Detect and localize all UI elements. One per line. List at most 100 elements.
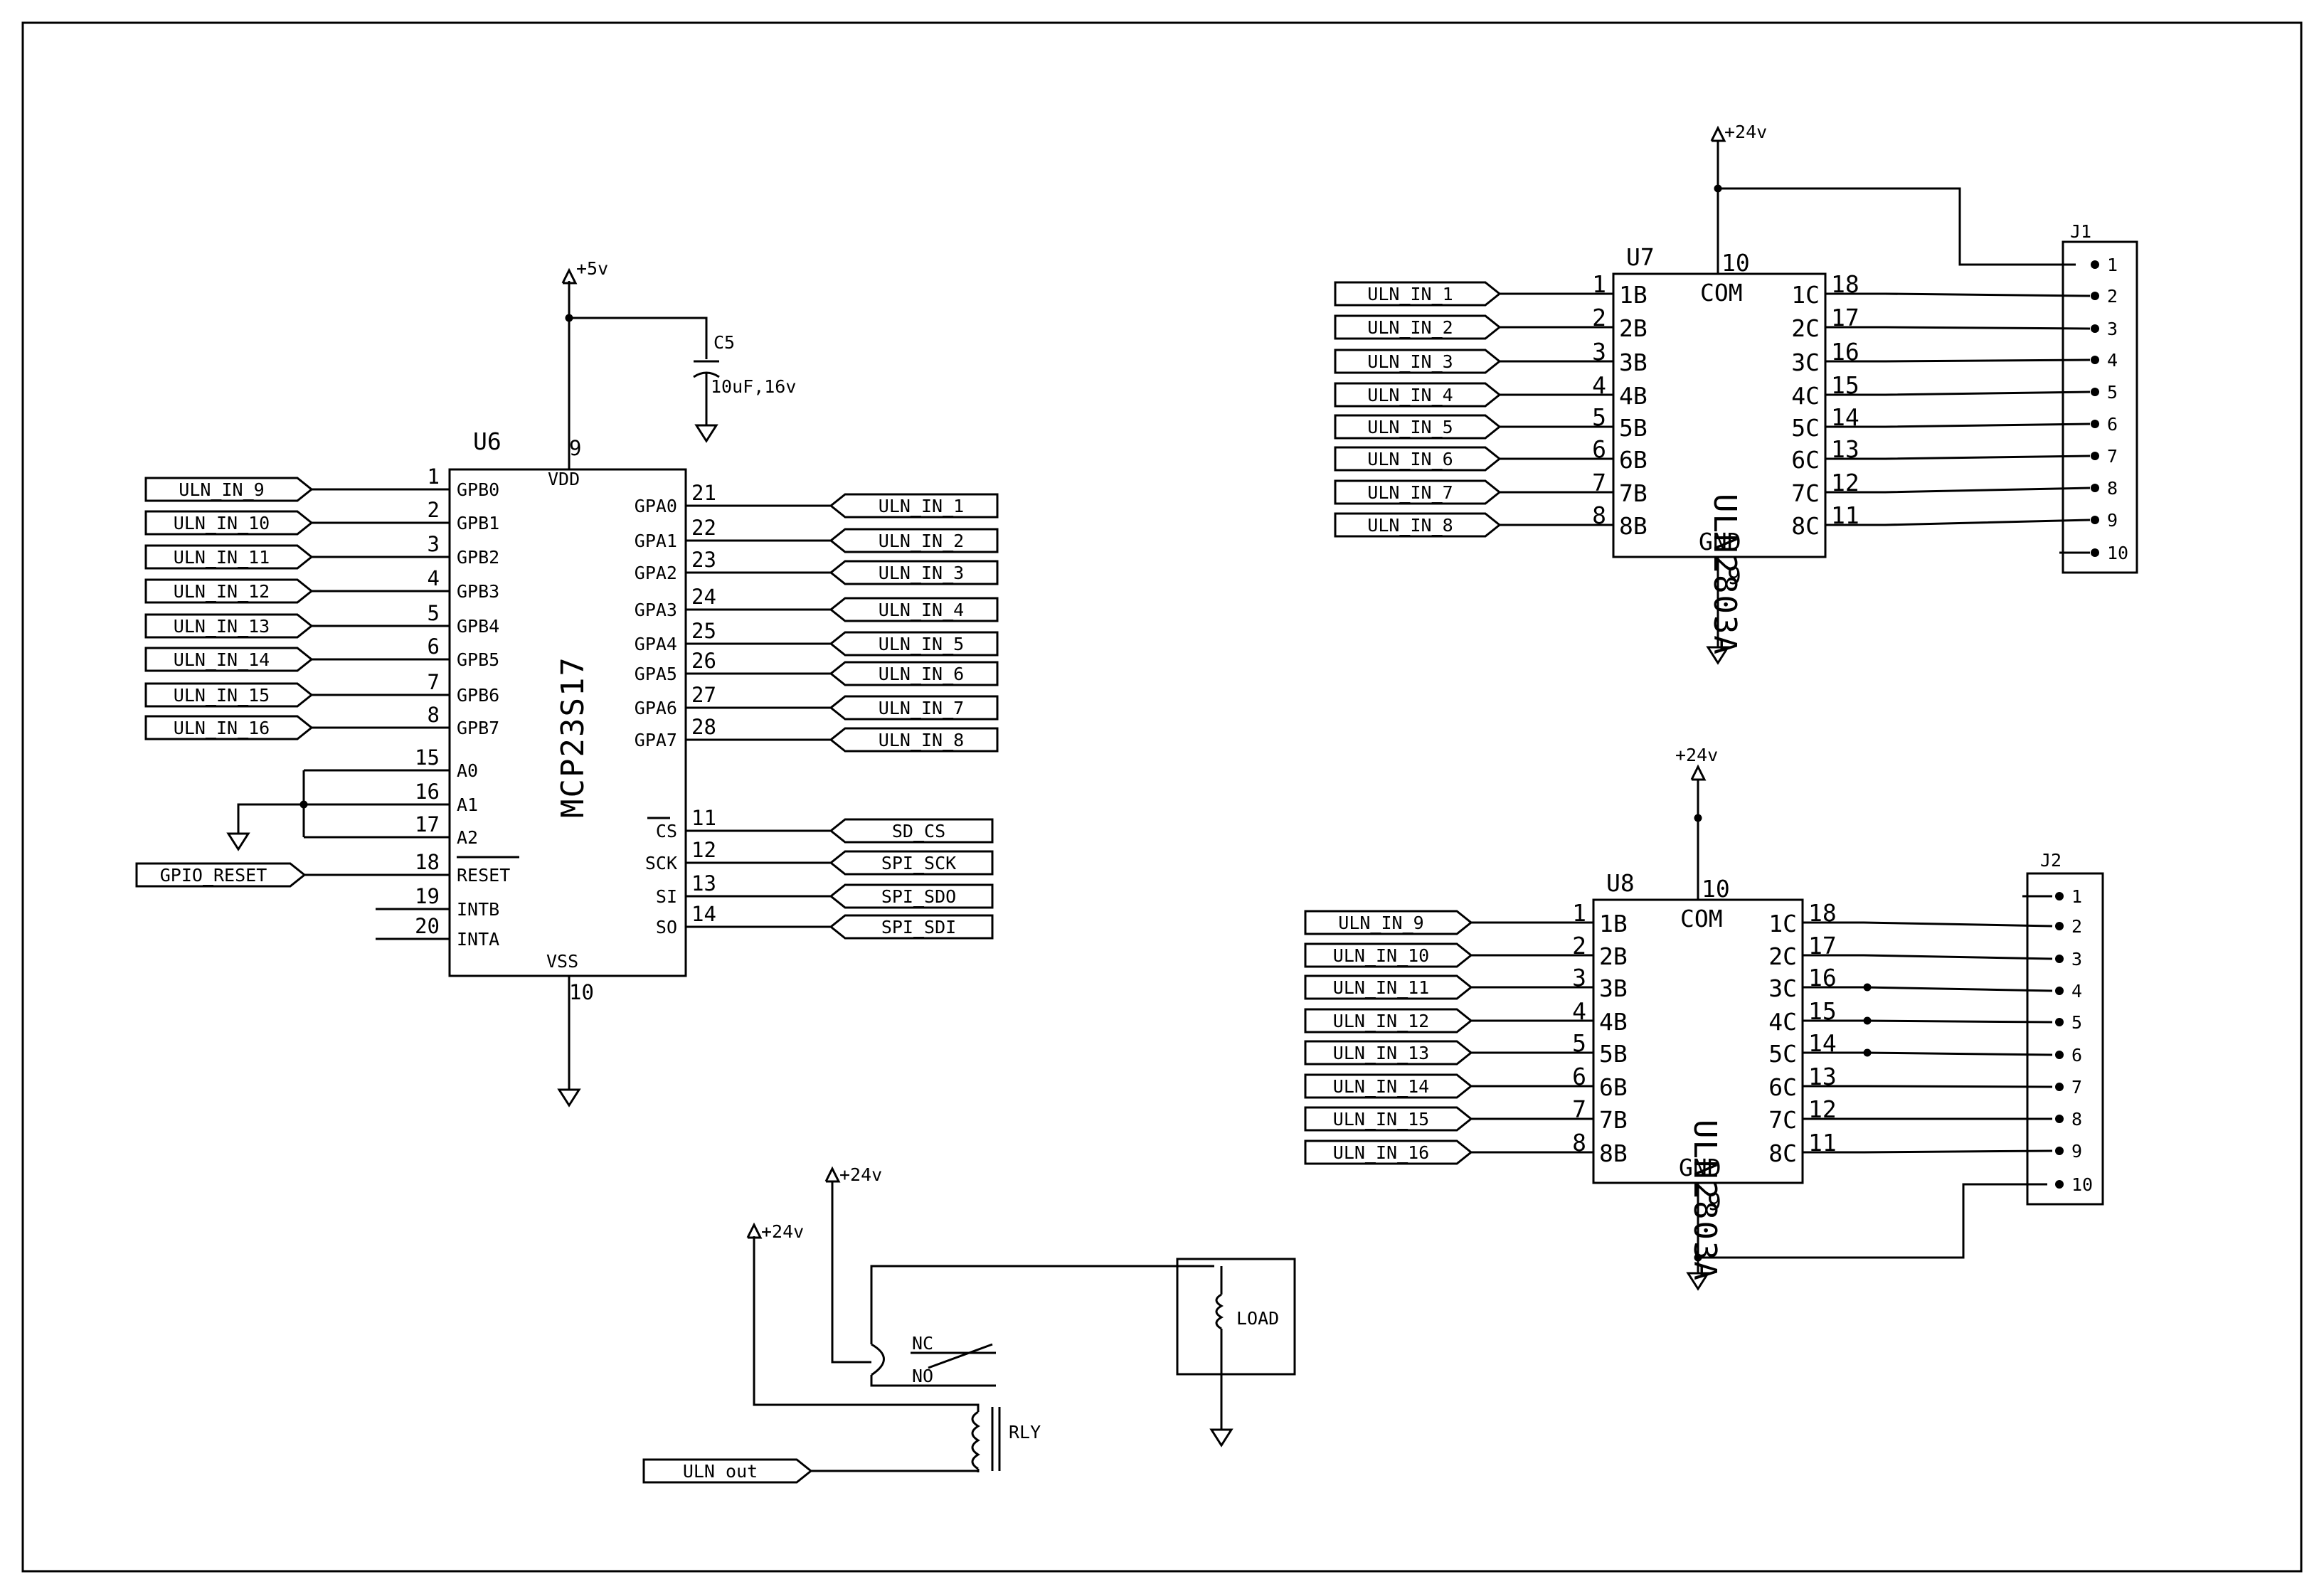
u6-pin-name-gpa6: GPA6 [635, 698, 677, 718]
u6-pin-name-a2: A2 [457, 827, 478, 848]
relay-nc-label: NC [912, 1333, 933, 1354]
u6-part-name: MCP23S17 [555, 656, 591, 818]
j2-pin-num: 6 [2071, 1045, 2082, 1066]
u8-input-name: 8B [1599, 1139, 1628, 1167]
u6-pin-name-gpb5: GPB5 [457, 649, 499, 670]
u8-part-name: ULN2803A [1687, 1120, 1723, 1282]
u6-pin-num: 7 [428, 670, 440, 694]
power-symbol [824, 1166, 841, 1183]
wire [1803, 1019, 2053, 1024]
j1-pin-circle [2091, 292, 2099, 300]
j1-pin-circle [2091, 260, 2099, 269]
net-uln-in-2: ULN_IN_2 [879, 531, 964, 551]
net-uln-in-8: ULN_IN_8 [879, 730, 964, 750]
u6-pin-num: 12 [691, 838, 716, 862]
u6-ref: U6 [473, 427, 502, 455]
ground-symbol [1706, 646, 1730, 665]
u6-pin-name-gpb0: GPB0 [457, 479, 499, 500]
u8-output-name: 1C [1768, 910, 1797, 937]
junction-dot [1863, 1016, 1872, 1025]
u7-input-name: 1B [1619, 281, 1648, 309]
u7-com-label: COM [1700, 279, 1743, 307]
wire [1825, 292, 2091, 297]
u8-input-num: 3 [1572, 964, 1586, 992]
net-uln-in-15-flag [1304, 1106, 1473, 1132]
u7-input-num: 3 [1592, 338, 1606, 366]
net-uln-in-1: ULN_IN_1 [879, 496, 964, 516]
net-uln-in-15: ULN_IN_15 [1333, 1109, 1429, 1130]
net-uln-in-6: ULN_IN_6 [1367, 449, 1453, 469]
u7-output-name: 5C [1791, 414, 1820, 442]
capacitor-plate-curved [693, 371, 720, 378]
j1-pin-num: 2 [2107, 286, 2118, 307]
net-uln-out-flag [642, 1458, 813, 1484]
wire [1803, 921, 2053, 928]
net-uln-in-14-flag [1304, 1073, 1473, 1099]
u7-gnd-pin: 9 [1727, 562, 1741, 590]
net-gpio-reset-flag [135, 862, 307, 888]
u6-vss-pin: 10 [569, 980, 594, 1004]
j1-pin-num: 9 [2107, 510, 2118, 531]
net-spi-sdo: SPI_SDO [881, 886, 956, 907]
c5-ref: C5 [713, 332, 735, 353]
net-uln-in-16-flag [144, 715, 314, 740]
u7-input-name: 8B [1619, 512, 1648, 540]
j2-pin-num: 5 [2071, 1012, 2082, 1033]
u8-input-num: 1 [1572, 899, 1586, 927]
net-uln-in-12: ULN_IN_12 [174, 581, 270, 602]
u7-input-num: 2 [1592, 304, 1606, 331]
net-uln-in-4-flag [829, 597, 999, 622]
relay-coil [971, 1410, 980, 1470]
u8-input-num: 6 [1572, 1063, 1586, 1090]
net-uln-in-9: ULN_IN_9 [1338, 913, 1423, 933]
j2-body [2026, 872, 2104, 1206]
net-uln-in-7: ULN_IN_7 [879, 698, 964, 718]
u8-output-name: 7C [1768, 1106, 1797, 1134]
relay-contact-arc [871, 1343, 885, 1376]
j2-pin-num: 7 [2071, 1077, 2082, 1098]
u6-pin-name-intb: INTB [457, 899, 499, 920]
u6-pin-name-gpb7: GPB7 [457, 718, 499, 738]
u7-output-name: 8C [1791, 512, 1820, 540]
wire [1803, 1085, 2053, 1088]
j1-pin-num: 4 [2107, 350, 2118, 371]
u8-power-label: +24v [1675, 745, 1718, 765]
u8-gnd-pin: 9 [1707, 1188, 1721, 1216]
mcp23s17-block: U6VDD9VSS10MCP23S17+5vC510uF,16vGPB01ULN… [135, 258, 999, 1107]
j2-pin-circle [2055, 987, 2064, 995]
u6-pin-name-gpa3: GPA3 [635, 600, 677, 620]
u6-pin-name-gpa0: GPA0 [635, 496, 677, 516]
load-box [1176, 1258, 1296, 1376]
uln2803a-u8-block: U8COM10GND9ULN2803A1B1ULN_IN_92B2ULN_IN_… [1304, 745, 2104, 1291]
u6-power-label: +5v [576, 258, 608, 279]
u8-input-name: 5B [1599, 1040, 1628, 1068]
u8-ref: U8 [1606, 869, 1635, 897]
net-sd-cs: SD_CS [892, 821, 945, 841]
u7-input-name: 2B [1619, 314, 1648, 342]
net-uln-in-6-flag [1334, 446, 1502, 472]
j1-pin-circle [2091, 484, 2099, 492]
net-uln-in-13: ULN_IN_13 [174, 616, 270, 637]
net-uln-in-5-flag [829, 631, 999, 657]
u8-input-num: 4 [1572, 997, 1586, 1025]
power-symbol [746, 1222, 763, 1239]
net-uln-in-12-flag [144, 578, 314, 604]
net-uln-in-15-flag [144, 682, 314, 708]
j2-pin-circle [2055, 1147, 2064, 1155]
u8-output-name: 5C [1768, 1040, 1797, 1068]
net-spi-sdi-flag [829, 914, 994, 940]
u6-pin-name-reset: RESET [457, 865, 510, 886]
net-uln-in-9-flag [144, 477, 314, 502]
j2-pin-num: 4 [2071, 981, 2082, 1001]
u7-output-name: 4C [1791, 382, 1820, 410]
u6-pin-num: 23 [691, 548, 716, 572]
u7-output-name: 2C [1791, 314, 1820, 342]
net-uln-in-3-flag [829, 560, 999, 585]
u8-output-name: 6C [1768, 1073, 1797, 1101]
u6-pin-name-gpa7: GPA7 [635, 730, 677, 750]
u7-input-name: 3B [1619, 349, 1648, 376]
u7-com-pin: 10 [1721, 249, 1750, 277]
net-spi-sdo-flag [829, 883, 994, 909]
j2-pin-circle [2055, 1018, 2064, 1026]
j1-pin-num: 10 [2107, 543, 2128, 563]
